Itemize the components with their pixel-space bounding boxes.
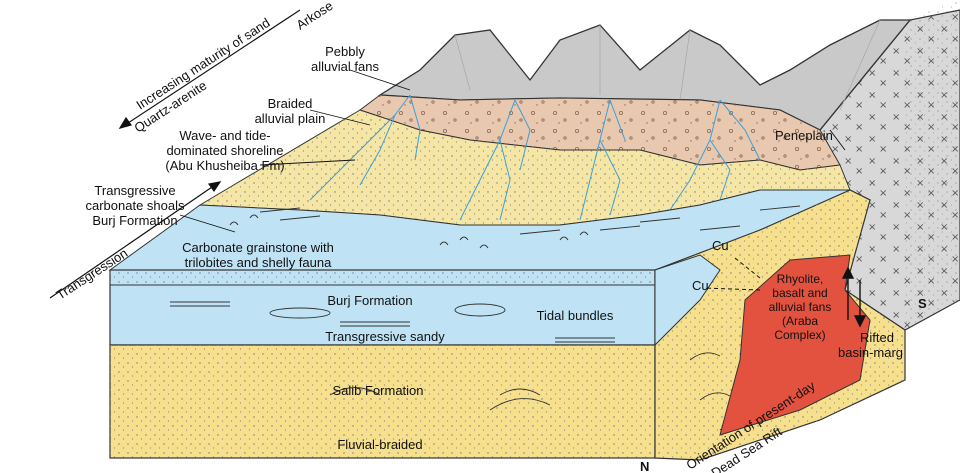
tidal-bundles-label: Tidal bundles	[537, 308, 614, 323]
transgressive-sandy-label: Transgressive sandy	[325, 329, 445, 344]
burj-formation-label: Burj Formation	[327, 293, 412, 308]
cu-arrows	[704, 257, 761, 291]
maturity-label: Increasing maturity of sand	[133, 15, 272, 113]
fault-arrows	[841, 266, 867, 328]
grainstone-label-2: trilobites and shelly fauna	[185, 255, 332, 270]
carbonate-shoals-label-2: carbonate shoals	[85, 198, 185, 213]
arkose-label: Arkose	[293, 0, 335, 33]
shoreline-label-3: (Abu Khusheiba Fm)	[165, 158, 284, 173]
braided-plain-label-1: Braided	[268, 96, 313, 111]
shoreline-label-1: Wave- and tide-	[179, 128, 270, 143]
alluvial-fans	[358, 94, 841, 171]
cu-label-2: Cu	[692, 278, 709, 293]
rifted-label-2: basin-marg	[838, 345, 903, 360]
braided-plain-label-2: alluvial plain	[255, 111, 326, 126]
carbonate-shoals-label-3: Burj Formation	[92, 213, 177, 228]
peneplain-label: Peneplain	[775, 128, 833, 143]
cu-label-1: Cu	[712, 238, 729, 253]
carbonate-shoals-label-1: Transgressive	[94, 183, 175, 198]
fluvial-braided-label: Fluvial-braided	[337, 437, 422, 452]
salib-formation-label: Salib Formation	[332, 383, 423, 398]
rhyolite-body	[719, 254, 871, 436]
rhyolite-label-1: Rhyolite,	[777, 272, 824, 286]
maturity-arrows	[49, 9, 301, 299]
south-label: S	[918, 296, 927, 311]
braided-plain	[198, 109, 851, 226]
rhyolite-label-4: (Araba	[782, 314, 818, 328]
grainstone-label-1: Carbonate grainstone with	[182, 240, 334, 255]
rifted-label-1: Rifted	[860, 330, 894, 345]
pebbly-fans-label-1: Pebbly	[325, 44, 365, 59]
pebbly-fans-label-2: alluvial fans	[311, 59, 379, 74]
rhyolite-label-2: basalt and	[772, 286, 827, 300]
north-label: N	[640, 459, 649, 473]
shoreline-label-2: dominated shoreline	[166, 143, 283, 158]
leader-lines	[179, 69, 846, 233]
rhyolite-label-3: alluvial fans	[769, 300, 832, 314]
rhyolite-label-5: Complex)	[774, 328, 825, 342]
salib-layer	[109, 344, 656, 459]
braided-rivers	[309, 94, 761, 221]
